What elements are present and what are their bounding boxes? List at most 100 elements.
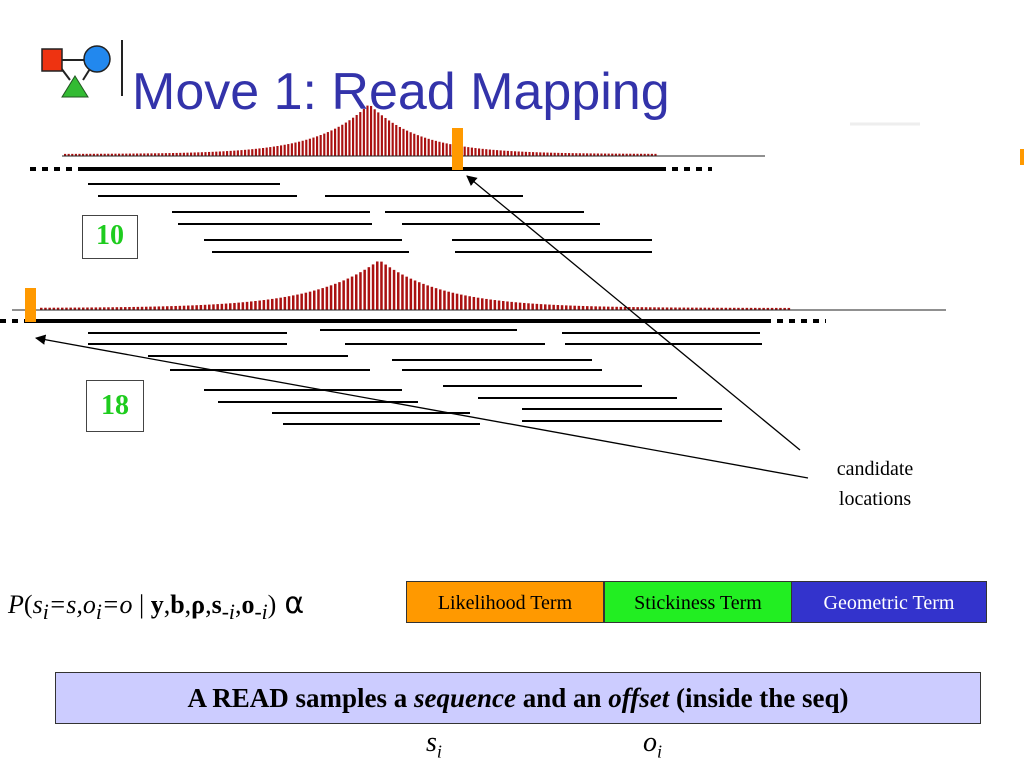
histogram-bar xyxy=(265,147,268,156)
reads-1 xyxy=(88,183,652,253)
histogram-bar xyxy=(251,149,254,156)
histogram-bar xyxy=(406,130,409,156)
label-s: s xyxy=(426,727,437,758)
formula-p: P xyxy=(8,590,24,619)
histogram-bar xyxy=(121,153,124,156)
histogram-bar xyxy=(598,306,602,310)
histogram-bar xyxy=(573,305,576,310)
histogram-bar xyxy=(301,140,304,156)
histogram-bar xyxy=(161,153,164,156)
histogram-bar xyxy=(581,305,585,310)
histogram-bar xyxy=(229,303,232,310)
histogram-bar xyxy=(305,139,308,156)
histogram-bar xyxy=(636,307,639,310)
histogram-bar xyxy=(590,306,593,310)
histogram-bar xyxy=(128,153,131,156)
histogram-bar xyxy=(342,280,345,310)
histogram-bar xyxy=(472,296,476,310)
histogram-bar xyxy=(276,145,279,156)
histogram-bar xyxy=(269,147,272,156)
histogram-bar xyxy=(125,153,128,156)
histogram-bar xyxy=(164,153,167,156)
histogram-bar xyxy=(539,152,542,156)
histogram-bar xyxy=(326,132,329,156)
histogram-bar xyxy=(40,307,43,310)
histogram-bar xyxy=(179,152,182,156)
histogram-bar xyxy=(426,285,429,310)
histogram-bar xyxy=(577,305,581,310)
proportional-symbol: α xyxy=(284,586,305,621)
callout-line-2: locations xyxy=(838,488,912,510)
histogram-bar xyxy=(338,282,341,310)
histogram-bar xyxy=(283,296,287,310)
histogram-bar xyxy=(292,295,295,310)
histogram-bar xyxy=(182,152,185,156)
histogram-bar xyxy=(124,307,127,310)
formula-o-bold: o xyxy=(241,590,255,619)
histogram-bar xyxy=(170,306,173,310)
histogram-bar xyxy=(770,307,774,310)
histogram-bar xyxy=(308,138,311,156)
histogram-bar xyxy=(741,307,744,310)
histogram-bar xyxy=(107,307,110,310)
histogram-bar xyxy=(348,120,351,156)
histogram-bar xyxy=(208,304,211,310)
histogram-bar xyxy=(341,124,344,156)
arrow-to-location-1 xyxy=(466,175,801,451)
histogram-bar xyxy=(290,143,293,156)
histogram-bar xyxy=(661,307,665,310)
histogram-bar xyxy=(779,307,782,310)
histogram-bar xyxy=(449,144,452,156)
formula-eq-s: =s, xyxy=(48,590,83,619)
histogram-bar xyxy=(527,303,530,310)
histogram-bar xyxy=(150,153,153,156)
histogram-bar xyxy=(434,288,438,310)
histogram-bar xyxy=(674,307,677,310)
histogram-bar xyxy=(380,115,383,156)
histogram-bar xyxy=(166,306,169,310)
histogram-bar xyxy=(467,147,470,156)
histogram-bar xyxy=(308,291,312,310)
histogram-bar xyxy=(531,303,534,310)
formula-y: y xyxy=(150,590,164,619)
likelihood-term-box: Likelihood Term xyxy=(406,581,604,623)
histogram-bar xyxy=(153,306,156,310)
histogram-bar xyxy=(161,306,165,310)
histogram-bar xyxy=(431,139,434,156)
histogram-bar xyxy=(430,286,434,310)
histogram-bar xyxy=(712,307,715,310)
formula-b: b xyxy=(170,590,185,619)
histogram-bar xyxy=(420,136,423,156)
histogram-bar xyxy=(493,300,497,310)
histogram-bar xyxy=(52,307,56,310)
posterior-formula: P(si=s,oi=o | y,b,ρ,s-i,o-i)α xyxy=(8,586,305,625)
histogram-bar xyxy=(485,298,488,310)
histogram-bar xyxy=(699,307,702,310)
histogram-bar xyxy=(86,307,89,310)
histogram-bar xyxy=(418,282,421,310)
histogram-bar xyxy=(287,296,291,310)
histogram-bar xyxy=(304,292,308,310)
histogram-bar xyxy=(619,306,623,310)
histogram-bar xyxy=(149,306,152,310)
histogram-bar xyxy=(586,153,589,156)
histogram-bar xyxy=(749,307,753,310)
histogram-bar xyxy=(241,302,245,310)
histogram-bar xyxy=(650,153,653,156)
histogram-bar xyxy=(118,153,121,156)
histogram-bar xyxy=(783,307,786,310)
histogram-bar xyxy=(578,153,581,156)
histogram-bar xyxy=(517,151,520,156)
read-sampling-banner: A READ samples a sequence and an offset … xyxy=(55,672,981,724)
histogram-bar xyxy=(762,307,765,310)
histogram-bar xyxy=(622,153,625,156)
histogram-bar xyxy=(237,302,240,310)
histogram-bar xyxy=(384,264,387,310)
histogram-bar xyxy=(665,307,669,310)
histogram-bar xyxy=(416,135,419,156)
formula-neg-i-2: -i xyxy=(254,600,268,625)
label-o: o xyxy=(643,727,657,758)
histogram-bar xyxy=(245,301,249,310)
histogram-bar xyxy=(174,305,177,310)
histogram-bar xyxy=(187,305,190,310)
